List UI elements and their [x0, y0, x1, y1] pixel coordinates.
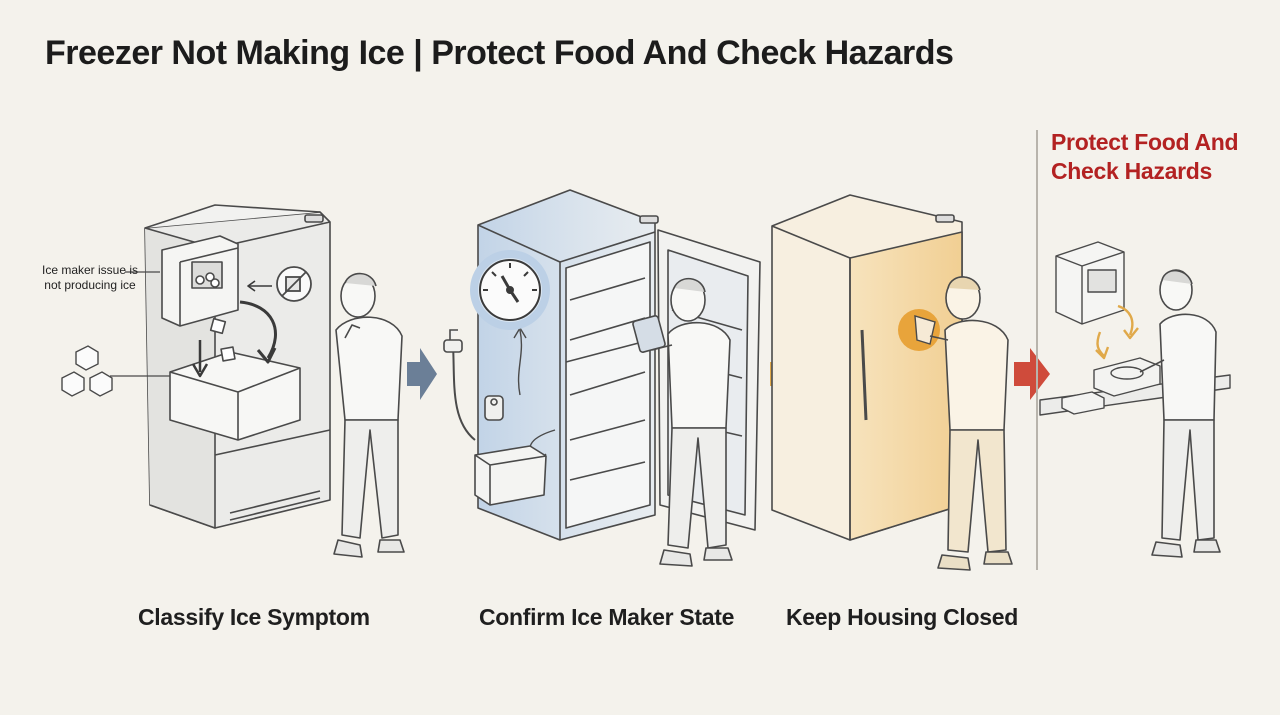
hand-icon	[898, 309, 940, 351]
ice-maker-callout: Ice maker issue is not producing ice	[41, 263, 139, 292]
person-figure	[929, 276, 1013, 571]
ice-cube-icon	[61, 345, 113, 397]
page-title: Freezer Not Making Ice | Protect Food An…	[45, 34, 954, 72]
person-figure	[333, 272, 405, 558]
step3-illustration	[771, 194, 963, 541]
step-label-classify: Classify Ice Symptom	[138, 604, 370, 630]
water-valve-icon	[443, 329, 504, 421]
arrow-right-icon	[1014, 348, 1050, 400]
arrow-right-icon	[407, 348, 437, 400]
person-figure	[1139, 269, 1221, 558]
step-label-keep-closed: Keep Housing Closed	[786, 604, 1018, 630]
panel-divider	[1036, 130, 1038, 570]
no-ice-icon	[276, 266, 312, 302]
ice-maker-unit	[161, 235, 239, 327]
thermometer-gauge-icon	[470, 250, 550, 330]
person-figure	[632, 277, 733, 567]
step-label-confirm: Confirm Ice Maker State	[479, 604, 735, 630]
side-panel-title: Protect Food And Check Hazards	[1051, 129, 1239, 184]
step1-illustration	[110, 204, 331, 529]
